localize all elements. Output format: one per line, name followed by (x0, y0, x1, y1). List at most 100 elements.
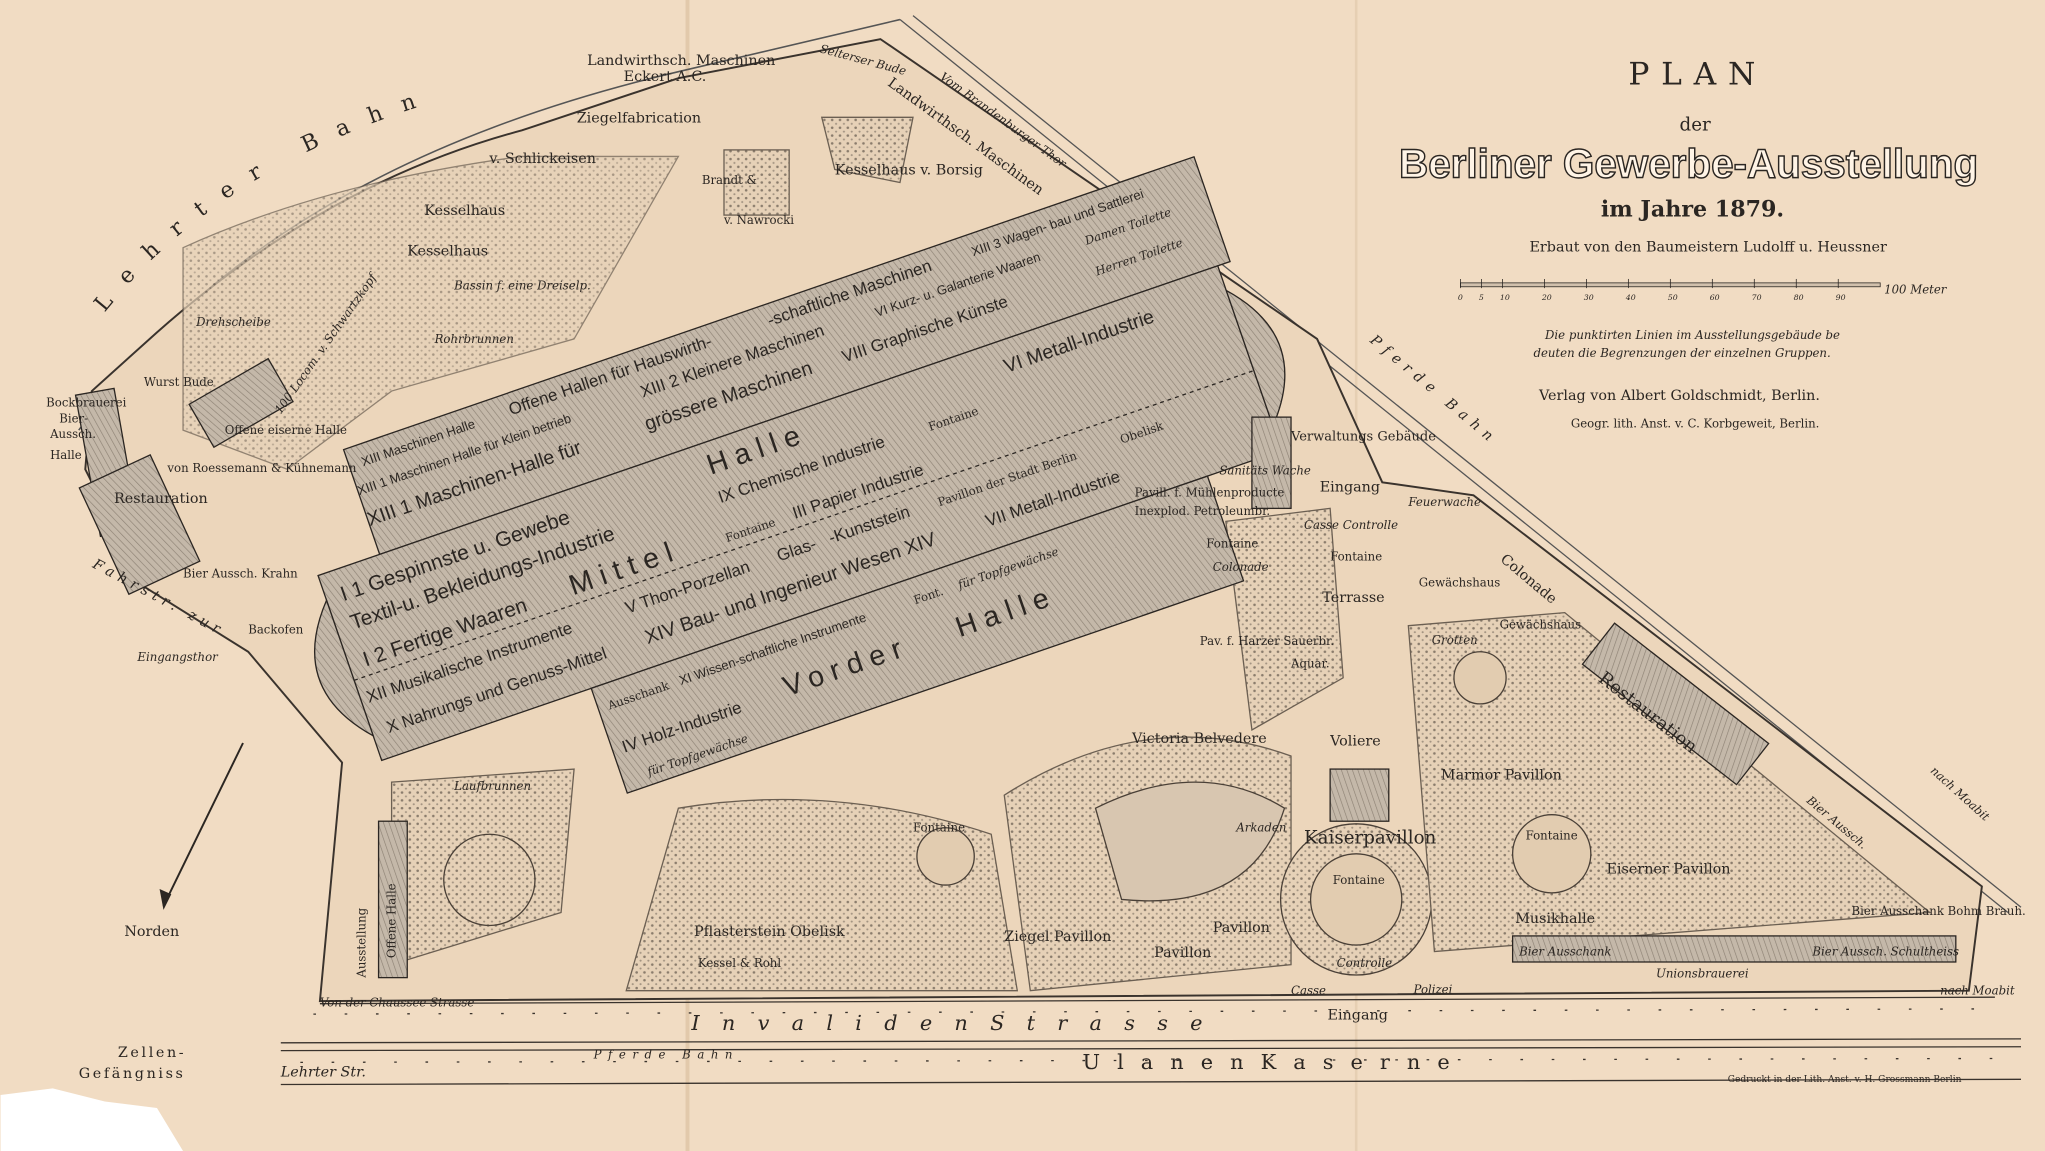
restauration-right-building (1581, 622, 1770, 786)
title-der: der (1680, 114, 1711, 135)
streets (280, 996, 2021, 1086)
label: Ausstellung (355, 907, 369, 978)
torn-corner (0, 1088, 184, 1151)
title-main: Berliner Gewerbe-Ausstellung (1399, 140, 1978, 186)
offene-eiserne-halle (188, 357, 294, 449)
label: Grotten (1432, 633, 1478, 647)
label: Ziegel Pavillon (1004, 929, 1111, 945)
label: Feuerwache (1407, 495, 1481, 509)
label: Victoria Belvedere (1131, 731, 1267, 747)
label: Eckert A.C. (624, 69, 707, 85)
label: Kesselhaus (407, 243, 488, 259)
title-lithographer: Geogr. lith. Anst. v. C. Korbgeweit, Ber… (1571, 417, 1820, 431)
label: Von der Chaussee Strasse (320, 995, 475, 1009)
label: Ziegelfabrication (577, 111, 701, 127)
scale-tick-label: 70 (1752, 293, 1762, 302)
label: von Roessemann & Kühnemann (166, 461, 357, 475)
label: Bier Ausschank (1518, 944, 1611, 958)
offene-halle-building (377, 820, 408, 979)
scale-tick-label: 90 (1836, 293, 1846, 302)
title-note-1: Die punktirten Linien im Ausstellungsgeb… (1544, 328, 1840, 342)
scale-tick-label: 0 (1458, 293, 1463, 302)
label: Casse Controlle (1304, 518, 1398, 532)
label: Sanitäts Wache (1219, 463, 1311, 477)
scale-tick-label: 80 (1794, 293, 1804, 302)
label: Arkaden (1235, 821, 1286, 835)
label-ulanen-kaserne: U l a n e n K a s e r n e (1082, 1050, 1454, 1074)
label: Pflasterstein Obelisk (694, 924, 845, 940)
label: Fontaine (913, 821, 965, 835)
label: Eiserner Pavillon (1606, 861, 1730, 877)
label: Backofen (248, 623, 304, 637)
label: Pavillon (1154, 945, 1211, 961)
title-publisher: Verlag von Albert Goldschmidt, Berlin. (1538, 388, 1820, 404)
gardens (182, 116, 1932, 992)
label: Eingangsthor (136, 650, 219, 664)
label: Gedruckt in der Lith. Anst. v. H. Grossm… (1728, 1075, 1962, 1085)
scale-tick-label: 50 (1668, 293, 1678, 302)
label: Terrasse (1322, 590, 1384, 606)
label: Gewächshaus (1419, 576, 1501, 590)
label: Norden (124, 924, 179, 940)
label: Voliere (1329, 734, 1381, 750)
scale-tick-label: 60 (1710, 293, 1720, 302)
pferde-bahn-track (912, 15, 2022, 908)
label: Pferde Bahn (593, 1047, 739, 1061)
label: Offene Halle (385, 883, 399, 958)
label: Unionsbrauerei (1656, 967, 1749, 981)
label: Halle (50, 448, 82, 462)
label: Casse (1291, 984, 1326, 998)
label: Lehrter Str. (280, 1065, 366, 1081)
bier-ausschank-row (1511, 935, 1957, 963)
label: Eingang (1328, 1007, 1388, 1023)
label: Restauration (114, 491, 208, 507)
label-invaliden-strasse: I n v a l i d e n S t r a s s e (690, 1011, 1210, 1035)
label: Drehscheibe (195, 315, 271, 329)
label: Kaiserpavillon (1304, 827, 1437, 848)
label: Aussch. (49, 427, 96, 441)
label: Fontaine (1206, 536, 1258, 550)
label: Fontaine (1526, 828, 1578, 842)
label: Eingang (1320, 479, 1380, 495)
north-arrow-icon (159, 742, 244, 910)
label: Brandt & (702, 173, 757, 187)
label: Zellen- (118, 1045, 186, 1061)
label: Kessel & Rohl (698, 956, 781, 970)
scale-tick-label: 10 (1500, 293, 1510, 302)
label: Landwirthsch. Maschinen (587, 53, 775, 69)
label: Fontaine (1330, 550, 1382, 564)
scale-tick-label: 5 (1479, 293, 1484, 302)
label: Inexplod. Petroleumbr. (1135, 504, 1271, 518)
title-year: im Jahre 1879. (1601, 196, 1784, 222)
verwaltung-building (1251, 416, 1292, 510)
main-exhibition-building (314, 155, 1286, 794)
scale-end-label: 100 Meter (1884, 282, 1948, 296)
label: Pavill. f. Mühlenproducte (1135, 486, 1285, 500)
scale-tick-label: 20 (1541, 293, 1552, 302)
label: Kesselhaus v. Borsig (835, 163, 983, 179)
restauration-left-building (78, 454, 201, 596)
label: Aquar. (1290, 656, 1330, 670)
label: Verwaltungs Gebäude (1290, 430, 1436, 445)
label: Gewächshaus (1500, 617, 1582, 631)
label: Controlle (1337, 956, 1392, 970)
label: Colonade (1213, 560, 1269, 574)
label: Gefängniss (79, 1066, 186, 1082)
title-block: PLAN der Berliner Gewerbe-Ausstellung im… (1398, 57, 1979, 431)
title-builders: Erbaut von den Baumeistern Ludolff u. He… (1529, 240, 1886, 256)
label: Offene eiserne Halle (225, 423, 347, 437)
title-plan: PLAN (1628, 57, 1767, 93)
label: Bier Aussch. Schultheiss (1811, 944, 1959, 958)
scale-tick-label: 40 (1625, 293, 1636, 302)
label: Polizei (1413, 982, 1453, 996)
label: v. Schlickeisen (488, 151, 596, 167)
label: Kesselhaus (424, 203, 505, 219)
label: Bier Ausschank Bohm Brauh. (1852, 904, 2026, 918)
label: Marmor Pavillon (1441, 767, 1562, 783)
label: Bier- (59, 411, 88, 425)
label: Laufbrunnen (453, 779, 531, 793)
label: Bassin f. eine Dreiselp. (453, 278, 591, 292)
title-note-2: deuten die Begrenzungen der einzelnen Gr… (1533, 346, 1830, 360)
